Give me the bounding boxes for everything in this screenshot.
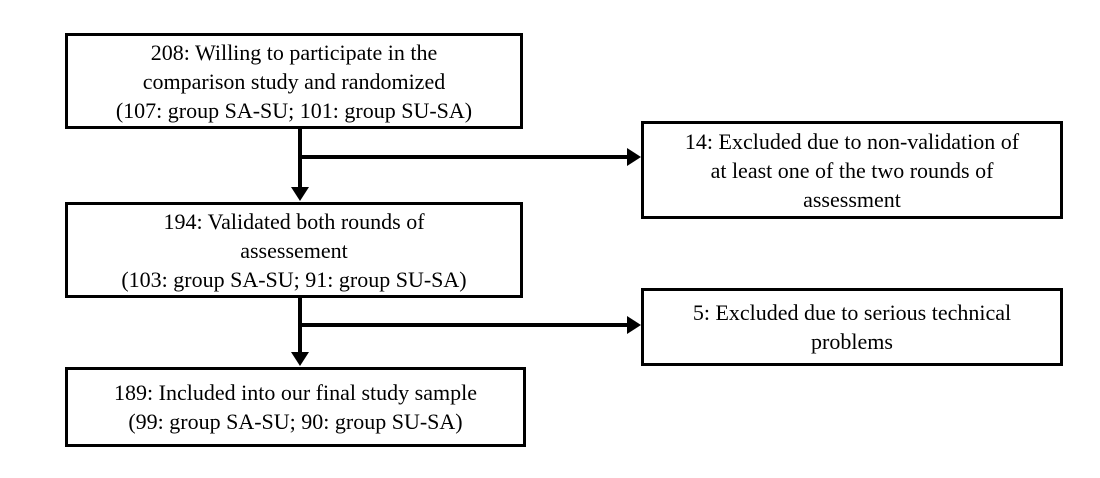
box-excluded-nonvalidation: 14: Excluded due to non-validation of at… (641, 121, 1063, 219)
connector-randomized-to-validated (298, 128, 302, 190)
box-validated-line-1: 194: Validated both rounds of (163, 208, 425, 234)
box-validated: 194: Validated both rounds of assessemen… (65, 202, 523, 298)
connector-branch-to-excluded-technical (298, 323, 630, 327)
box-excluded-technical-line-1: 5: Excluded due to serious technical (692, 300, 1012, 325)
box-excluded-nonvalidation-line-3: assessment (803, 186, 901, 212)
box-validated-line-2: assessement (240, 237, 348, 263)
box-randomized-line-2: comparison study and randomized (142, 68, 446, 94)
box-final-sample: 189: Included into our final study sampl… (65, 367, 526, 447)
arrow-right-icon (627, 316, 641, 334)
arrow-right-icon (627, 148, 641, 166)
box-excluded-technical: 5: Excluded due to serious technical pro… (641, 288, 1063, 366)
box-excluded-nonvalidation-line-2: at least one of the two rounds of (710, 157, 994, 183)
connector-branch-to-excluded-nonvalidation (298, 155, 630, 159)
arrow-down-icon (291, 352, 309, 366)
box-final-sample-line-2: (99: group SA-SU; 90: group SU-SA) (128, 409, 463, 434)
box-final-sample-line-1: 189: Included into our final study sampl… (114, 380, 477, 405)
box-excluded-technical-line-2: problems (811, 329, 893, 354)
box-excluded-nonvalidation-line-1: 14: Excluded due to non-validation of (684, 128, 1020, 154)
box-randomized: 208: Willing to participate in the compa… (65, 33, 523, 129)
arrow-down-icon (291, 187, 309, 201)
box-validated-line-3: (103: group SA-SU; 91: group SU-SA) (121, 266, 467, 292)
box-randomized-line-1: 208: Willing to participate in the (150, 39, 438, 65)
box-randomized-line-3: (107: group SA-SU; 101: group SU-SA) (115, 97, 473, 123)
